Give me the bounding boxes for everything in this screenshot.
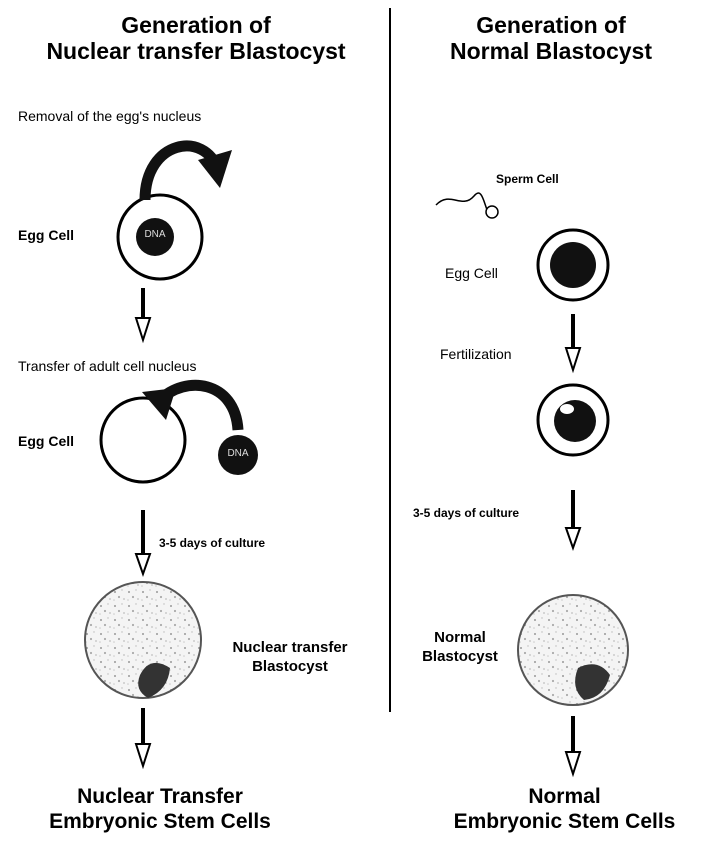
donor-nucleus-label: DNA [226, 448, 250, 459]
left-nucleus-label: DNA [143, 229, 167, 240]
right-down-arrowhead-2 [566, 528, 580, 548]
left-final-label: Nuclear Transfer Embryonic Stem Cells [20, 784, 300, 834]
left-down-arrowhead-2 [136, 554, 150, 574]
left-egg-cell-2 [101, 398, 185, 482]
left-title-line1: Generation of [10, 12, 382, 38]
left-egg-label-1: Egg Cell [18, 227, 74, 243]
right-culture-label: 3-5 days of culture [413, 506, 519, 520]
right-final-line2: Embryonic Stem Cells [420, 809, 709, 834]
left-blastocyst-line1: Nuclear transfer [205, 638, 375, 657]
left-step1-label: Removal of the egg's nucleus [18, 108, 201, 124]
right-egg-nucleus [550, 242, 596, 288]
right-title: Generation of Normal Blastocyst [398, 12, 704, 64]
right-blastocyst-line2: Blastocyst [404, 647, 516, 666]
right-title-line1: Generation of [398, 12, 704, 38]
left-blastocyst-label: Nuclear transfer Blastocyst [205, 638, 375, 676]
left-culture-label: 3-5 days of culture [159, 536, 265, 550]
right-fertilization-label: Fertilization [440, 346, 512, 362]
right-down-arrowhead-1 [566, 348, 580, 370]
right-down-arrowhead-3 [566, 752, 580, 774]
left-egg-label-2: Egg Cell [18, 433, 74, 449]
left-down-arrowhead-1 [136, 318, 150, 340]
right-blastocyst-line1: Normal [404, 628, 516, 647]
sperm-head [486, 206, 498, 218]
right-title-line2: Normal Blastocyst [398, 38, 704, 64]
removal-arrow [145, 146, 218, 200]
left-title-line2: Nuclear transfer Blastocyst [10, 38, 382, 64]
left-title: Generation of Nuclear transfer Blastocys… [10, 12, 382, 64]
left-final-line1: Nuclear Transfer [20, 784, 300, 809]
left-step2-label: Transfer of adult cell nucleus [18, 358, 196, 374]
right-blastocyst [518, 595, 628, 705]
left-blastocyst-line2: Blastocyst [205, 657, 375, 676]
sperm-tail [436, 193, 488, 212]
zygote-nucleus [554, 400, 596, 442]
right-final-line1: Normal [420, 784, 709, 809]
right-sperm-label: Sperm Cell [496, 172, 559, 186]
left-final-line2: Embryonic Stem Cells [20, 809, 300, 834]
right-final-label: Normal Embryonic Stem Cells [420, 784, 709, 834]
left-down-arrowhead-3 [136, 744, 150, 766]
zygote-highlight [560, 404, 574, 414]
right-egg-label: Egg Cell [445, 265, 498, 281]
right-blastocyst-label: Normal Blastocyst [404, 628, 516, 666]
